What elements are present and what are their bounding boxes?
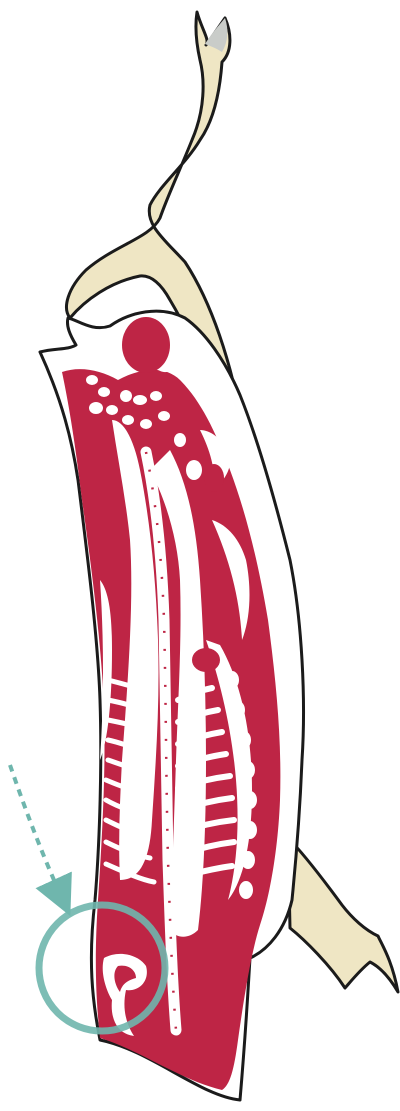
dashed-arrow-icon: [10, 765, 62, 898]
lower-shank: [288, 838, 398, 992]
